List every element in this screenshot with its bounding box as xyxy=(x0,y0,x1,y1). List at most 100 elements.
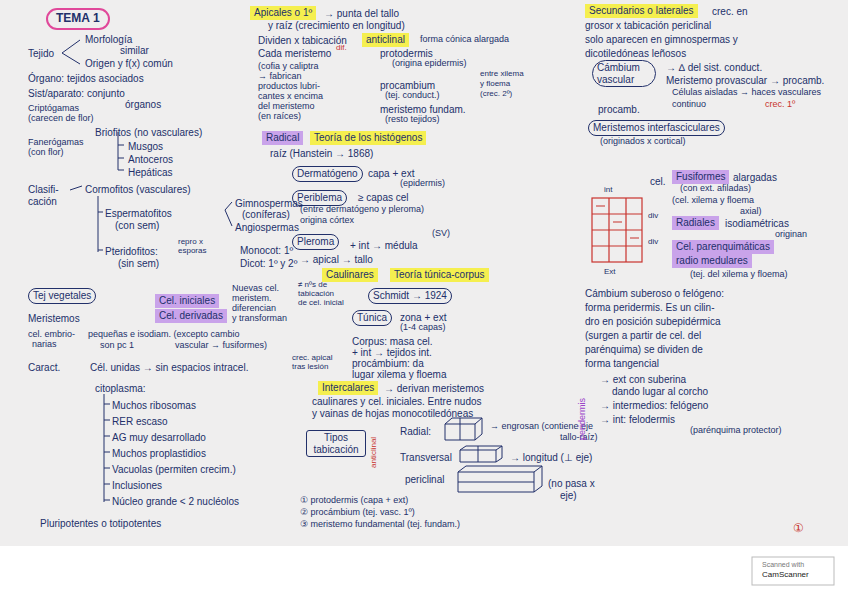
note-text: Briofitos (no vasculares) xyxy=(95,127,202,138)
note-text: ② procámbium (tej. vasc. 1º) xyxy=(300,508,415,518)
note-text: isodiamétricas xyxy=(725,218,789,229)
note-text: → fabrican xyxy=(258,72,302,82)
yellow-highlight: anticlinal xyxy=(362,33,409,47)
circled-term: Meristemos interfasciculares xyxy=(588,120,725,136)
note-text: (surgen a partir de cel. del xyxy=(585,330,701,341)
brace xyxy=(225,202,232,226)
note-text: tabicación xyxy=(298,290,334,299)
note-text: parénquima) se dividen de xyxy=(585,344,703,355)
note-text: narias xyxy=(32,340,57,350)
note-text: (epidermis) xyxy=(400,179,445,189)
note-text: ≠ nºs de xyxy=(298,281,327,290)
note-text: crec. en xyxy=(712,6,748,17)
note-text: Tejido xyxy=(28,48,54,59)
note-text: meristemo fundam. xyxy=(380,104,466,115)
node-text: Caulinares xyxy=(326,269,374,280)
yellow-highlight: Secundarios o laterales xyxy=(585,4,698,18)
note-text: RER escaso xyxy=(112,416,168,427)
note-text: raíz (Hanstein → 1868) xyxy=(270,148,373,159)
note-text: dro en posición subepidérmica xyxy=(585,316,721,327)
yellow-highlight: Teoría túnica-corpus xyxy=(390,268,489,282)
note-text: dicotiledóneas leñosos xyxy=(585,48,686,59)
note-text: forma cónica alargada xyxy=(420,35,509,45)
node-text: Schmidt → 1924 xyxy=(373,290,447,301)
note-text: int xyxy=(604,186,612,195)
note-text: meristem. xyxy=(232,294,272,304)
note-text: Nuevas cel. xyxy=(232,284,279,294)
note-text: lugar xilema y floema xyxy=(352,369,446,380)
note-text: Dicot: 1º y 2º xyxy=(240,258,297,269)
note-text: son pc 1 xyxy=(100,341,134,351)
note-text: (con ext. afiladas) xyxy=(680,184,751,194)
note-text: axial) xyxy=(740,207,762,217)
node-text: Periblema xyxy=(297,192,342,203)
note-text: Células aisladas → haces vasculares xyxy=(672,88,821,98)
cell-grid-figure xyxy=(592,198,642,262)
note-text: grosor x tabicación periclinal xyxy=(585,20,711,31)
circled-term: Pleroma xyxy=(292,234,339,250)
note-text: Caract. xyxy=(28,362,60,373)
note-text: (cel. xilema y floema xyxy=(672,196,754,206)
note-text: AG muy desarrollado xyxy=(112,432,206,443)
circled-term: Túnica xyxy=(352,310,392,326)
purple-highlight: radio medulares xyxy=(672,254,752,268)
note-text: Inclusiones xyxy=(112,480,162,491)
note-text: diferencian xyxy=(232,304,276,314)
purple-highlight: Radiales xyxy=(672,216,719,230)
note-text: + int → médula xyxy=(350,240,418,251)
note-text: originan xyxy=(775,230,807,240)
node-text: Dermatógeno xyxy=(297,168,358,179)
purple-highlight: Cel. derivadas xyxy=(155,309,227,323)
note-text: Origen y f(x) común xyxy=(85,58,173,69)
circled-term: Dermatógeno xyxy=(292,166,363,182)
node-text: Teoría túnica-corpus xyxy=(394,269,485,280)
note-text: Transversal xyxy=(400,452,452,463)
note-text: Pluripotentes o totipotentes xyxy=(40,518,161,529)
note-text: procámbium: da xyxy=(352,358,424,369)
note-text: dando lugar al corcho xyxy=(612,386,708,397)
note-text: cel. embrio- xyxy=(28,330,75,340)
note-text: procamb. xyxy=(598,104,640,115)
node-text: Tipos tabicación xyxy=(313,432,358,455)
note-text: CamScanner xyxy=(762,571,809,580)
note-text: (cofia y caliptra xyxy=(258,62,319,72)
note-text: Morfología xyxy=(85,34,132,45)
node-text: radio medulares xyxy=(676,255,748,266)
note-text: origina córtex xyxy=(300,216,354,226)
node-text: Meristemos interfasciculares xyxy=(593,122,720,133)
note-text: Criptógamas xyxy=(28,104,79,114)
note-text: y transforman xyxy=(232,314,287,324)
note-text: productos lubri- xyxy=(258,82,320,92)
note-text: Cada meristemo xyxy=(258,48,331,59)
note-text: Fanerógamas xyxy=(28,138,84,148)
note-text: repro x esporas xyxy=(178,238,214,256)
circled-term: Cámbium vascular xyxy=(592,60,656,87)
note-text: Pteridofitos: xyxy=(105,246,158,257)
node-text: anticlinal xyxy=(366,34,405,45)
node-text: Radical xyxy=(266,132,299,143)
note-text: tras lesión xyxy=(292,363,328,372)
note-text: (SV) xyxy=(432,229,450,239)
note-text: (origina epidermis) xyxy=(392,59,467,69)
node-text: Tej vegetales xyxy=(33,290,91,301)
watermark-box xyxy=(752,557,834,585)
note-text: zona + ext xyxy=(400,312,446,323)
note-text: del meristemo xyxy=(258,102,315,112)
note-text: forma tangencial xyxy=(585,358,659,369)
note-text: ① protodermis (capa + ext) xyxy=(300,496,408,506)
note-text: (tej. del xilema y floema) xyxy=(690,270,788,280)
node-text: Cel. parenquimáticas xyxy=(676,241,770,252)
node-text: Secundarios o laterales xyxy=(589,5,694,16)
note-text: Clasifi- xyxy=(28,184,59,195)
note-text: → derivan meristemos xyxy=(384,383,484,394)
note-text: (1-4 capas) xyxy=(400,323,446,333)
note-text: cantes x encima xyxy=(258,92,323,102)
node-text: Cámbium vascular xyxy=(597,62,640,85)
note-text: (crec. 2º) xyxy=(480,90,512,99)
note-text: caulinares y cel. iniciales. Entre nudos xyxy=(312,396,482,407)
yellow-highlight: Intercalares xyxy=(318,381,378,395)
note-text: → apical → tallo xyxy=(300,254,373,265)
note-text: peridermis xyxy=(578,398,588,440)
node-text: Radiales xyxy=(676,217,715,228)
note-text: dif. xyxy=(336,44,347,53)
